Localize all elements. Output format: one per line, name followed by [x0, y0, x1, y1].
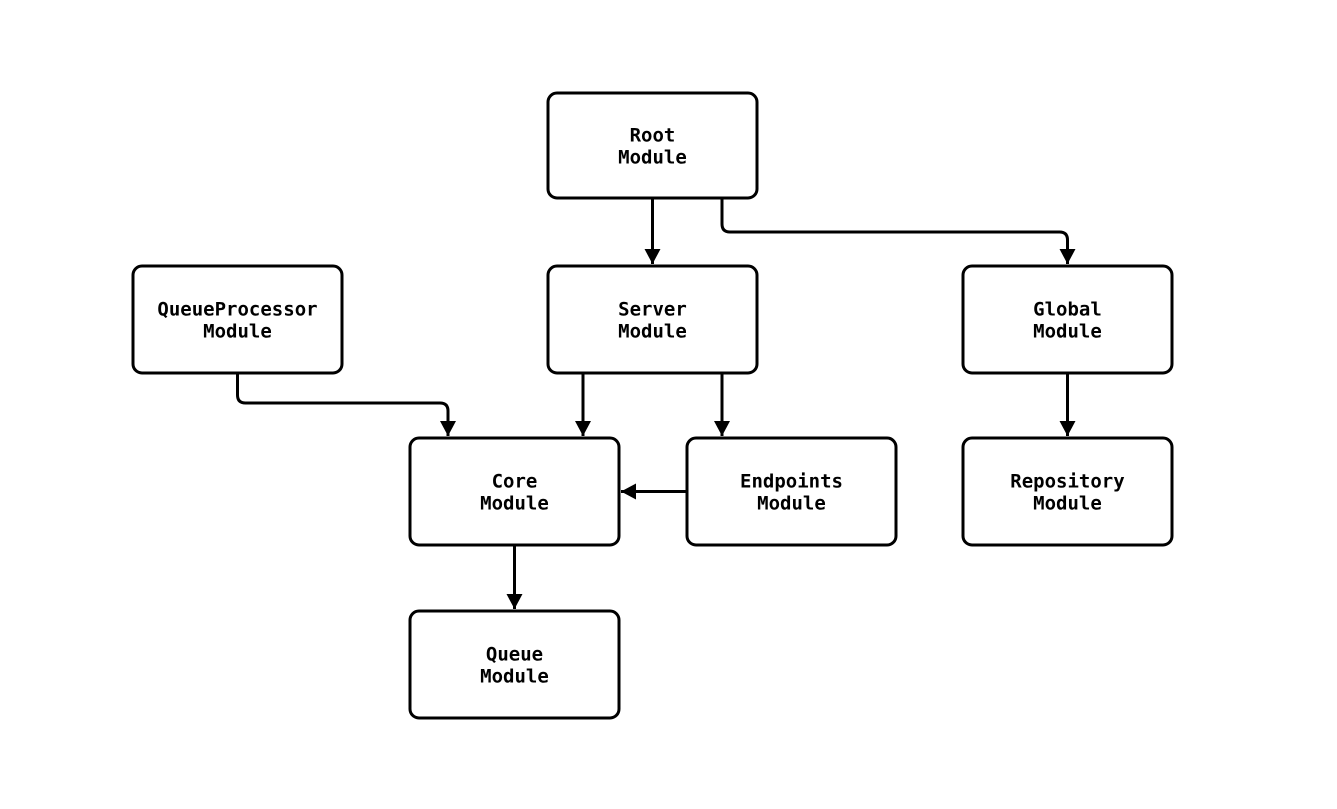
node-label-line1: Core — [492, 471, 538, 493]
node-box — [961, 264, 1174, 375]
node-label-line1: Queue — [486, 644, 543, 666]
node-box — [408, 436, 621, 547]
node-box — [685, 436, 898, 547]
node-label-line1: QueueProcessor — [157, 299, 317, 321]
node-label-line2: Module — [618, 321, 687, 343]
node-box — [546, 91, 759, 200]
node-global-module: Global Module — [961, 264, 1174, 375]
node-label-line1: Repository — [1010, 471, 1124, 493]
node-box — [961, 436, 1174, 547]
node-server-module: Server Module — [546, 264, 759, 375]
node-label-line1: Root — [630, 125, 676, 147]
node-queue-module: Queue Module — [408, 609, 621, 720]
node-label-line1: Endpoints — [740, 471, 843, 493]
node-queueprocessor-module: QueueProcessor Module — [131, 264, 344, 375]
node-label-line2: Module — [757, 493, 826, 515]
edge-queueprocessor-module-to-core-module — [236, 373, 456, 436]
node-label-line2: Module — [618, 147, 687, 169]
node-label-line1: Global — [1033, 299, 1102, 321]
node-box — [131, 264, 344, 375]
node-label-line2: Module — [480, 666, 549, 688]
node-label-line2: Module — [203, 321, 272, 343]
node-core-module: Core Module — [408, 436, 621, 547]
edge-root-module-to-global-module — [720, 198, 1076, 264]
node-box — [408, 609, 621, 720]
node-root-module: Root Module — [546, 91, 759, 200]
edges-layer — [236, 198, 1076, 609]
node-label-line2: Module — [1033, 493, 1102, 515]
node-label-line2: Module — [480, 493, 549, 515]
node-label-line1: Server — [618, 299, 687, 321]
node-endpoints-module: Endpoints Module — [685, 436, 898, 547]
node-box — [546, 264, 759, 375]
node-repository-module: Repository Module — [961, 436, 1174, 547]
node-label-line2: Module — [1033, 321, 1102, 343]
